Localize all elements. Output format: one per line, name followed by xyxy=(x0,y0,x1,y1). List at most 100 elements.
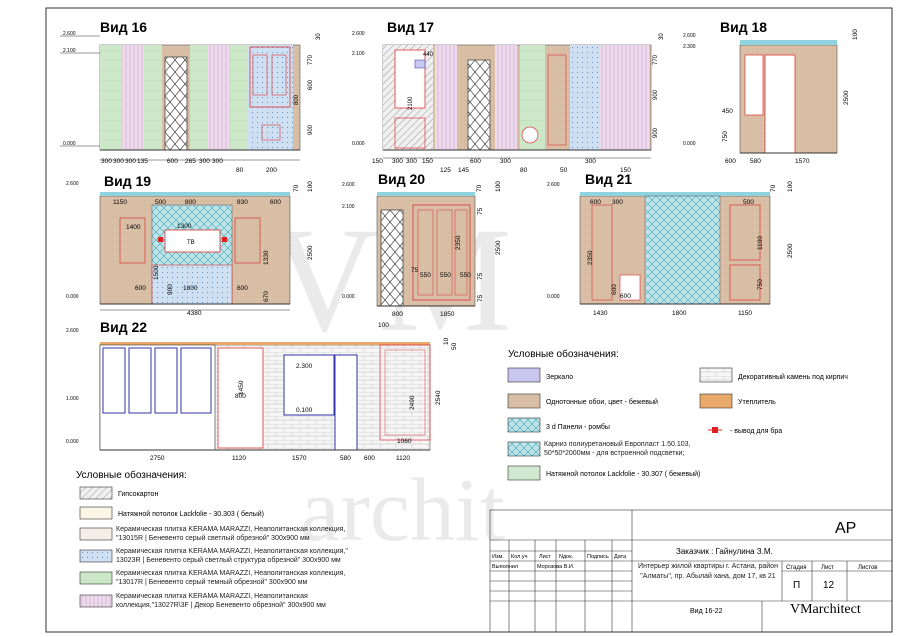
svg-text:0.000: 0.000 xyxy=(352,141,365,147)
svg-text:2.600: 2.600 xyxy=(66,181,79,187)
svg-text:0.000: 0.000 xyxy=(66,439,79,445)
svg-text:0.000: 0.000 xyxy=(342,294,355,300)
svg-text:archit: archit xyxy=(300,461,505,560)
svg-text:800: 800 xyxy=(392,311,403,318)
svg-text:Лист: Лист xyxy=(539,554,551,560)
svg-text:2.600: 2.600 xyxy=(63,31,76,37)
svg-text:1400: 1400 xyxy=(126,224,141,231)
view-21: Вид 21 2.600 0.000 600 300 500 1430 1800… xyxy=(547,171,794,317)
svg-text:ТВ: ТВ xyxy=(187,240,195,246)
svg-text:1150: 1150 xyxy=(738,310,752,317)
svg-text:2.100: 2.100 xyxy=(342,204,355,210)
svg-text:2.600: 2.600 xyxy=(66,328,79,334)
svg-text:200: 200 xyxy=(266,167,277,174)
svg-text:1570: 1570 xyxy=(292,455,307,462)
svg-text:Кол.уч: Кол.уч xyxy=(511,554,528,560)
view-16-title: Вид 16 xyxy=(100,19,147,35)
svg-text:Утеплитель: Утеплитель xyxy=(738,399,776,406)
svg-text:1850: 1850 xyxy=(440,311,455,318)
svg-text:100: 100 xyxy=(787,181,794,192)
view-20-title: Вид 20 xyxy=(378,171,425,187)
svg-text:10: 10 xyxy=(443,337,450,345)
svg-text:2500: 2500 xyxy=(495,240,502,255)
washer-icon xyxy=(521,126,539,144)
svg-text:800: 800 xyxy=(185,199,196,206)
svg-text:- вывод для бра: - вывод для бра xyxy=(730,427,782,435)
sheet-number: 12 xyxy=(823,580,835,591)
svg-text:30: 30 xyxy=(659,33,665,40)
author-name: Морозова В.И. xyxy=(537,564,575,570)
svg-text:300: 300 xyxy=(101,158,112,165)
svg-text:600: 600 xyxy=(590,199,601,206)
svg-text:770: 770 xyxy=(653,54,659,65)
svg-text:1120: 1120 xyxy=(396,455,410,462)
svg-text:500: 500 xyxy=(155,199,166,206)
svg-text:1300: 1300 xyxy=(177,223,192,230)
svg-text:580: 580 xyxy=(340,455,351,462)
svg-text:2.100: 2.100 xyxy=(63,48,76,54)
svg-text:0.000: 0.000 xyxy=(66,294,79,300)
svg-text:2.300: 2.300 xyxy=(296,363,313,370)
view-22-title: Вид 22 xyxy=(100,319,147,335)
svg-text:Натяжной потолок Lackfolie - 3: Натяжной потолок Lackfolie - 30.307 ( бе… xyxy=(546,470,700,478)
svg-text:1100: 1100 xyxy=(757,236,764,250)
svg-text:Nдок.: Nдок. xyxy=(559,554,574,560)
svg-text:100: 100 xyxy=(307,181,314,192)
view-19-title: Вид 19 xyxy=(104,173,151,189)
svg-text:300: 300 xyxy=(113,158,124,165)
svg-text:900: 900 xyxy=(653,89,659,100)
svg-text:100: 100 xyxy=(378,322,389,329)
view-21-title: Вид 21 xyxy=(585,171,632,187)
tv-panel xyxy=(164,229,221,253)
svg-text:1500: 1500 xyxy=(153,265,160,280)
svg-text:750: 750 xyxy=(757,279,764,290)
svg-text:80: 80 xyxy=(236,167,244,174)
svg-text:100: 100 xyxy=(495,181,502,192)
svg-text:2500: 2500 xyxy=(307,245,314,260)
svg-text:300: 300 xyxy=(500,158,511,165)
svg-text:2.600: 2.600 xyxy=(547,182,560,188)
view-19: Вид 19 ТВ 2.600 0.000 1150 500 800 830 6… xyxy=(66,173,314,317)
svg-text:265: 265 xyxy=(185,158,196,165)
view-16: Вид 16 2.600 2.100 0.000 300 300 300 135… xyxy=(60,19,322,174)
svg-text:50: 50 xyxy=(560,167,568,174)
svg-text:70: 70 xyxy=(770,184,777,192)
svg-text:450: 450 xyxy=(722,108,733,115)
svg-text:150: 150 xyxy=(422,158,433,165)
svg-text:4380: 4380 xyxy=(187,310,202,317)
svg-text:75: 75 xyxy=(477,272,484,280)
svg-text:Зеркало: Зеркало xyxy=(546,374,573,381)
svg-text:125: 125 xyxy=(440,167,451,174)
svg-text:2500: 2500 xyxy=(787,243,794,258)
svg-text:2.100: 2.100 xyxy=(352,51,365,57)
svg-text:830: 830 xyxy=(237,199,248,206)
svg-text:0.000: 0.000 xyxy=(547,294,560,300)
company-logo-text: VMarchitect xyxy=(790,602,861,617)
svg-text:2500: 2500 xyxy=(843,90,850,105)
svg-text:2.300: 2.300 xyxy=(683,44,696,50)
svg-text:150: 150 xyxy=(620,167,631,174)
svg-text:Однотонные обои, цвет - бежевы: Однотонные обои, цвет - бежевый xyxy=(546,398,658,406)
svg-text:440: 440 xyxy=(423,52,434,58)
svg-text:75: 75 xyxy=(477,294,484,302)
svg-text:550: 550 xyxy=(460,272,471,279)
svg-text:1060: 1060 xyxy=(397,438,412,445)
svg-text:600: 600 xyxy=(611,284,618,295)
svg-text:75: 75 xyxy=(411,267,419,274)
svg-text:1570: 1570 xyxy=(795,158,810,165)
svg-text:3 d Панели - ромбы: 3 d Панели - ромбы xyxy=(546,423,610,431)
svg-text:300: 300 xyxy=(406,158,417,165)
door-lattice xyxy=(164,56,188,151)
svg-text:300: 300 xyxy=(212,158,223,165)
stage-code: АР xyxy=(835,520,856,537)
sconce-outlet-icon xyxy=(158,237,163,242)
svg-text:Декоративный камень под кирпич: Декоративный камень под кирпич xyxy=(738,373,848,381)
sconce-outlet-icon xyxy=(222,237,227,242)
legend-left-title: Условные обозначения: xyxy=(76,469,187,481)
view-18: Вид 18 2.600 2.300 0.000 600 580 1570 45… xyxy=(683,19,859,165)
svg-text:2750: 2750 xyxy=(150,455,165,462)
svg-text:2350: 2350 xyxy=(587,250,594,265)
stage-value: П xyxy=(793,580,800,591)
view-18-title: Вид 18 xyxy=(720,19,767,35)
svg-text:550: 550 xyxy=(420,272,431,279)
